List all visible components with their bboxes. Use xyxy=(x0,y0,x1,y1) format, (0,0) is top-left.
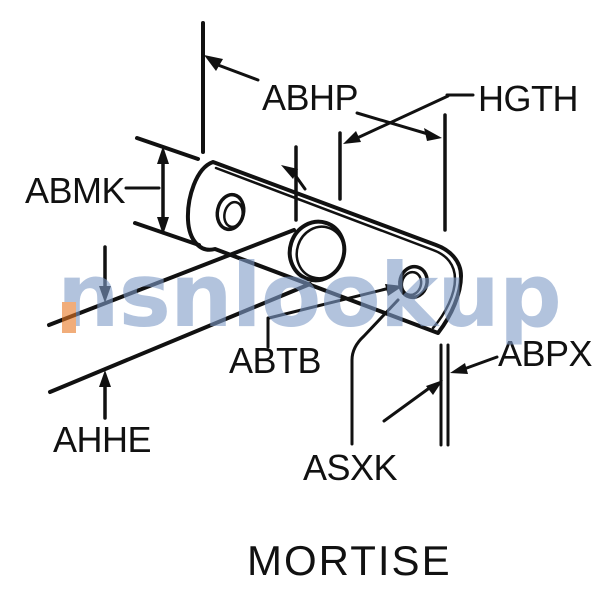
asxk-leader-line xyxy=(350,298,400,446)
abmk-down-arrowhead-icon xyxy=(157,217,169,235)
screw-hole-right xyxy=(398,264,429,300)
label-abtb: ABTB xyxy=(229,340,321,381)
abmk-tick-bottom xyxy=(133,221,201,247)
ahhe-down-arrowhead-icon xyxy=(99,286,111,303)
label-hgth: HGTH xyxy=(478,78,578,119)
leader-asxk xyxy=(350,298,400,446)
abmk-up-arrowhead-icon xyxy=(157,146,169,164)
watermark: nsnlookup xyxy=(57,244,562,347)
abhp-right-arrowhead-icon xyxy=(424,128,442,141)
figure-caption: MORTISE xyxy=(247,537,452,584)
dimension-abmk xyxy=(124,136,201,247)
hgth-leader xyxy=(353,94,450,141)
abtb-arrowhead-icon xyxy=(385,284,403,296)
abmk-tick-top xyxy=(135,136,200,161)
abhp-right-leader xyxy=(355,111,430,136)
leader-abtb xyxy=(266,284,403,349)
label-abpx: ABPX xyxy=(498,333,593,374)
watermark-orange-accent xyxy=(62,302,76,333)
label-ahhe: AHHE xyxy=(53,419,151,460)
plate-edge-arrow-tail xyxy=(293,173,307,191)
ahhe-up-arrowhead-icon xyxy=(99,370,111,387)
label-abhp: ABHP xyxy=(262,77,358,118)
screw-hole-left xyxy=(215,192,246,232)
abpx-right-arrowhead-icon xyxy=(450,363,468,374)
abpx-left-arrowhead-icon xyxy=(426,380,443,395)
abpx-right-leader xyxy=(462,355,499,371)
label-abmk: ABMK xyxy=(25,170,126,211)
dimension-abhp xyxy=(201,21,442,222)
latch-bolt-hole xyxy=(287,219,347,283)
hgth-arrowhead-icon xyxy=(343,131,361,144)
dimension-abpx xyxy=(382,343,499,447)
door-edge-lines xyxy=(47,228,312,394)
abhp-leader xyxy=(216,63,260,82)
label-asxk: ASXK xyxy=(303,447,398,488)
dimension-ahhe xyxy=(99,245,111,420)
watermark-text: nsnlookup xyxy=(57,244,561,347)
plate-thickness-line xyxy=(214,166,457,330)
abtb-leader-line xyxy=(267,286,392,320)
strike-plate-outline xyxy=(185,160,463,335)
abhp-arrowhead-icon xyxy=(204,55,223,71)
dimension-hgth xyxy=(338,93,475,232)
abpx-left-leader xyxy=(382,387,430,423)
